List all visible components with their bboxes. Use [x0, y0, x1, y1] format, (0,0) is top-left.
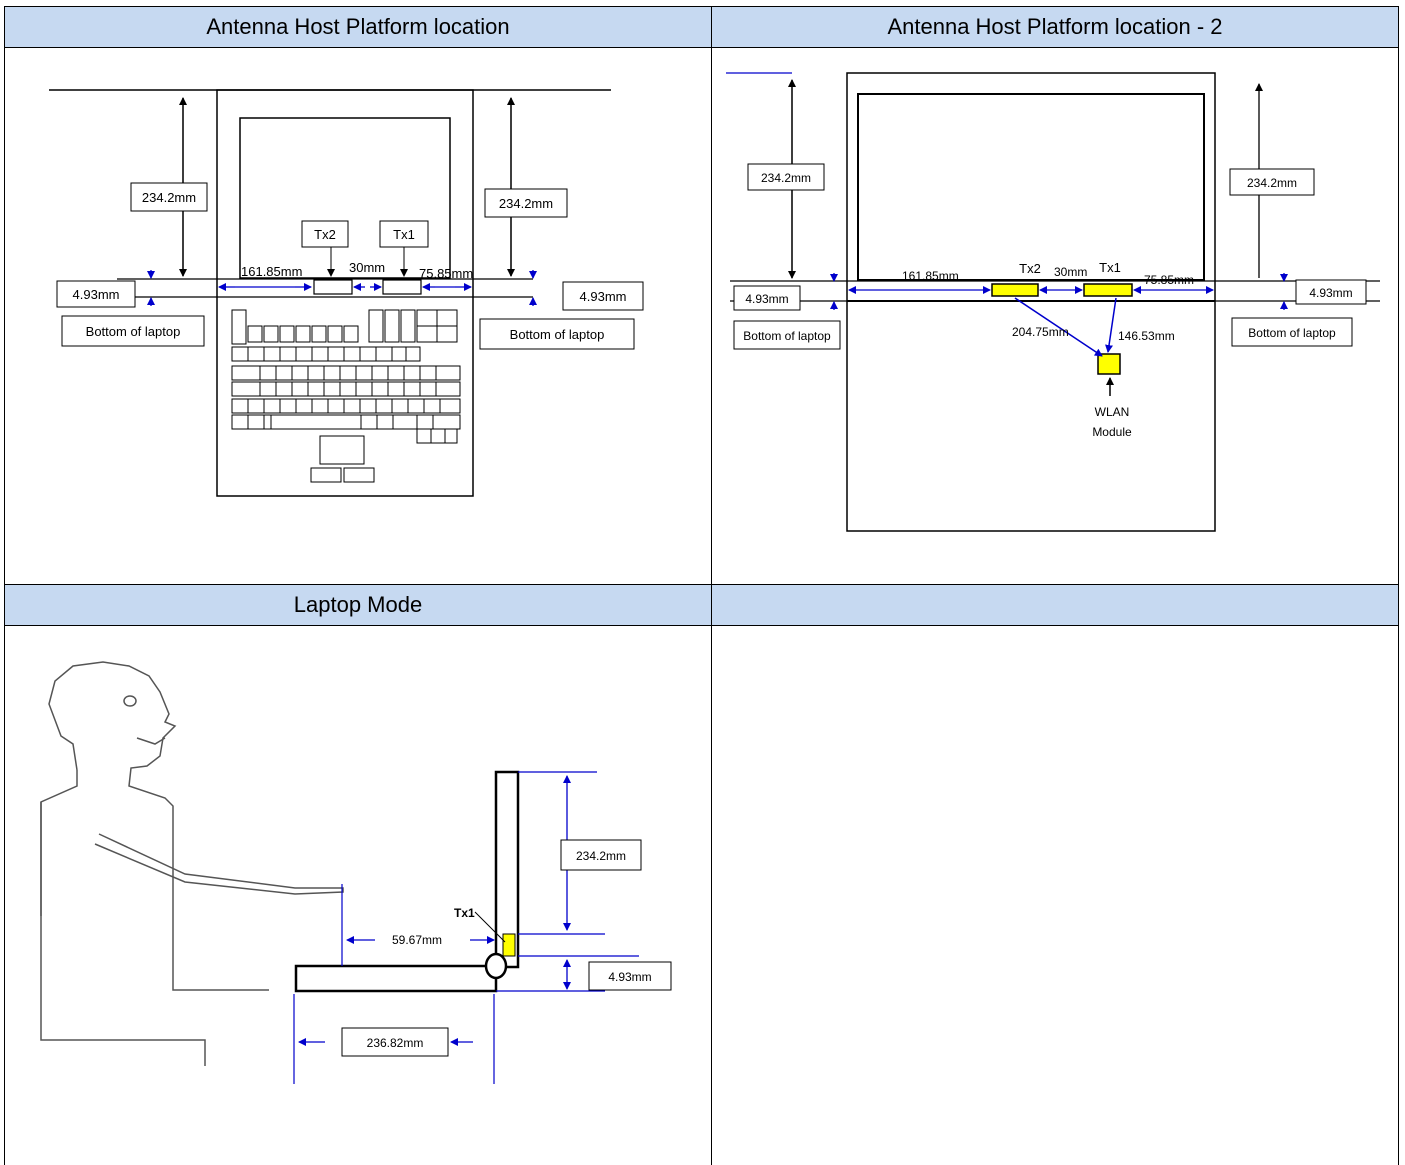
- keyboard-illustration: [231, 309, 461, 483]
- header-top-right-text: Antenna Host Platform location - 2: [887, 14, 1223, 39]
- height-left-label: 234.2mm: [142, 190, 196, 205]
- laptop-wlan-diagram: Tx2 Tx1 161.85mm 30mm 75.85mm 204.75mm 1…: [726, 72, 1380, 532]
- thickness-left-label: 4.93mm: [73, 287, 120, 302]
- header-bottom-right: [711, 584, 1399, 626]
- dist-right-label: 75.85mm: [1144, 273, 1194, 287]
- diagram-cell-bottom-left: Tx1 234.2mm 4.93mm 59.67mm: [4, 625, 712, 1165]
- wlan-module-box: [1097, 353, 1121, 375]
- height-right-label: 234.2mm: [1247, 176, 1297, 190]
- thickness-right-label: 4.93mm: [1309, 286, 1352, 300]
- header-top-right: Antenna Host Platform location - 2: [711, 6, 1399, 48]
- base-length-label: 236.82mm: [367, 1036, 424, 1050]
- diagram-cell-top-left: Tx2 Tx1 161.85mm 30mm 75.85mm 234.2mm: [4, 47, 712, 585]
- header-top-left: Antenna Host Platform location: [4, 6, 712, 48]
- diag-tx2-label: 204.75mm: [1012, 325, 1069, 339]
- diagram-cell-top-right: Tx2 Tx1 161.85mm 30mm 75.85mm 204.75mm 1…: [711, 47, 1399, 585]
- bottom-left-label: Bottom of laptop: [743, 329, 831, 343]
- tx2-antenna: [991, 283, 1039, 297]
- bottom-right-label: Bottom of laptop: [510, 327, 605, 342]
- diag-tx1-label: 146.53mm: [1118, 329, 1175, 343]
- tx2-label: Tx2: [314, 227, 336, 242]
- dist-left-label: 161.85mm: [241, 264, 302, 279]
- header-top-left-text: Antenna Host Platform location: [206, 14, 510, 39]
- dist-between-label: 30mm: [349, 260, 385, 275]
- thickness-label: 4.93mm: [608, 970, 651, 984]
- tx1-antenna: [382, 279, 422, 295]
- person-silhouette: [40, 661, 344, 1066]
- header-bottom-left-text: Laptop Mode: [293, 592, 423, 617]
- tx1-antenna: [1083, 283, 1133, 297]
- header-bottom-left: Laptop Mode: [4, 584, 712, 626]
- dist-right-label: 75.85mm: [419, 266, 473, 281]
- tx2-antenna: [313, 279, 353, 295]
- tx1-label: Tx1: [1099, 260, 1121, 275]
- wlan-label-line2: Module: [1092, 425, 1132, 439]
- diagram-cell-bottom-right: [711, 625, 1399, 1165]
- thickness-left-label: 4.93mm: [745, 292, 788, 306]
- laptop-base: [294, 964, 498, 993]
- laptop-top-view-diagram: Tx2 Tx1 161.85mm 30mm 75.85mm 234.2mm: [49, 89, 644, 497]
- wlan-label-line1: WLAN: [1095, 405, 1130, 419]
- dist-left-label: 161.85mm: [902, 269, 959, 283]
- hand-distance-label: 59.67mm: [392, 933, 442, 947]
- dist-between-label: 30mm: [1054, 265, 1087, 279]
- tx1-label: Tx1: [454, 906, 475, 920]
- thickness-right-label: 4.93mm: [580, 289, 627, 304]
- height-right-label: 234.2mm: [499, 196, 553, 211]
- bottom-left-label: Bottom of laptop: [86, 324, 181, 339]
- height-left-label: 234.2mm: [761, 171, 811, 185]
- tx1-label: Tx1: [393, 227, 415, 242]
- tx2-label: Tx2: [1019, 261, 1041, 276]
- height-label: 234.2mm: [576, 849, 626, 863]
- laptop-mode-diagram: Tx1 234.2mm 4.93mm 59.67mm: [40, 661, 672, 1084]
- bottom-right-label: Bottom of laptop: [1248, 326, 1336, 340]
